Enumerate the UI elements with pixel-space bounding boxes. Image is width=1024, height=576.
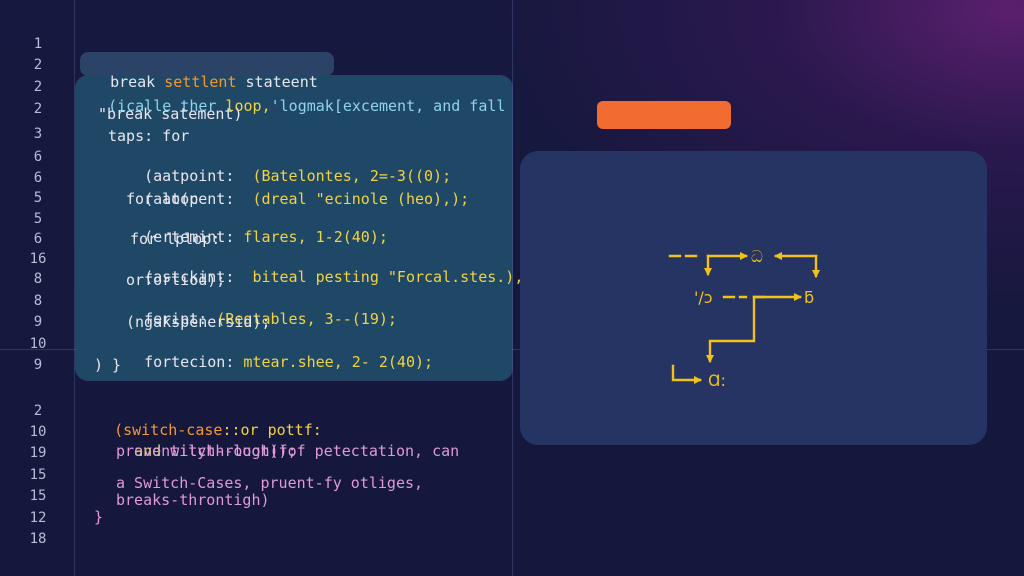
code-line: } [94,508,104,526]
line-number: 8 [33,293,43,309]
line-number: 1 [33,36,43,52]
diagram-node-mid-right: ƃ [804,288,814,307]
line-number: 5 [33,190,43,206]
code-line: breaks-throntigh) [116,491,270,509]
diagram-node-mid-left: '/ɔ [694,288,713,307]
line-number: 9 [33,357,43,373]
code-line: for loop [126,190,199,208]
flow-diagram: ධ '/ɔ ƃ Ɑ: [668,247,820,390]
diagram-node-bottom: Ɑ: [708,371,726,390]
code-line: (ertemint: flares, 1-2(40); [144,228,388,246]
line-number: 15 [29,467,47,483]
line-number: 9 [33,314,43,330]
line-number: 2 [33,403,43,419]
code-line: feript: (Regtables, 3--(19); [144,310,397,328]
code-block-title: break settlent stateent [110,73,318,91]
line-number: 15 [29,488,47,504]
code-line: (ngakspenersid); [126,313,271,331]
line-number: 19 [29,445,47,461]
line-number: 6 [33,231,43,247]
line-number: 18 [29,531,47,547]
line-number: 10 [29,336,47,352]
code-line: and witch--loot(fof petectation, can [134,442,460,460]
accent-orange-bar [597,101,731,129]
code-line: fortecion: mtear.shee, 2- 2(40); [144,353,434,371]
code-line: orfortiod); [126,271,226,289]
code-line: (aat(cent: (dreal "ecinole (heo),); [144,190,470,208]
line-number: 10 [29,424,47,440]
line-number: 16 [29,251,47,267]
code-line: (icalle ther loop,'logmak[excement, and … [108,97,506,115]
line-number: 6 [33,170,43,186]
line-number: 3 [33,126,43,142]
code-line: (astckint: biteal pesting "Forcal.stes.)… [144,268,524,286]
code-block-card [76,76,512,380]
switch-case-heading: (switch-case::or pottf: [114,421,322,439]
line-number: 5 [33,211,43,227]
arrow-step-down [706,295,766,363]
line-number: 2 [33,57,43,73]
code-line: preventilythrough)); [116,442,297,460]
code-line: (aatpoint: (Batelontes, 2=-3((0); [144,167,452,185]
guide-line-vertical-center [512,0,513,576]
guide-line-horizontal [0,349,1024,350]
diagram-node-top: ධ [751,247,763,266]
code-line: a Switch-Cases, pruent-fy otliges, [116,474,424,492]
flow-diagram-card: ධ '/ɔ ƃ Ɑ: [520,151,987,445]
code-line: taps: for [108,127,190,145]
code-line: "break satement) [98,105,243,123]
arrow-to-bottom-node [671,364,702,384]
line-number: 6 [33,149,43,165]
code-block-title-chip [80,52,334,76]
line-number: 2 [33,101,43,117]
line-number: 12 [29,510,47,526]
code-line: for lplop: [130,230,221,248]
line-number: 2 [33,79,43,95]
line-number: 8 [33,271,43,287]
guide-line-vertical-left [74,0,75,576]
code-line: ) } [94,356,122,374]
